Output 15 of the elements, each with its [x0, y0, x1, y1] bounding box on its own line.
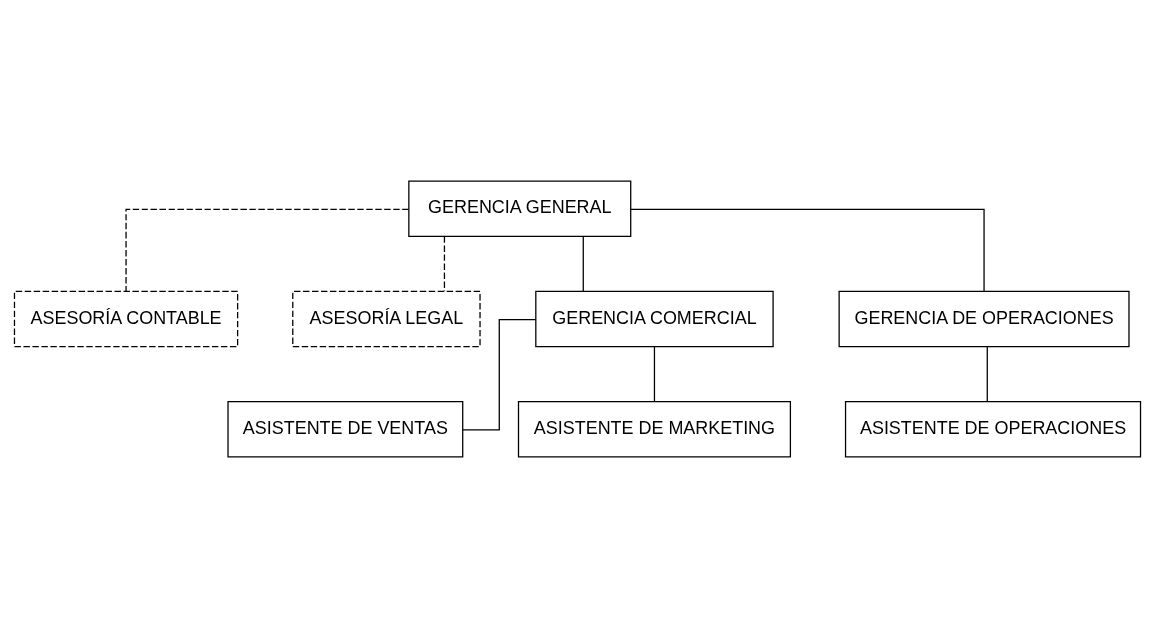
node-box: ASESORÍA CONTABLE [13, 290, 239, 348]
node-box: ASISTENTE DE MARKETING [517, 401, 792, 458]
connector [986, 346, 988, 403]
node-box: GERENCIA DE OPERACIONES [838, 290, 1130, 348]
node-box: GERENCIA GENERAL [408, 180, 632, 237]
connector [630, 208, 985, 292]
connector [125, 208, 410, 292]
node-box: ASISTENTE DE VENTAS [227, 401, 464, 458]
connector [653, 346, 656, 403]
node-box: ASESORÍA LEGAL [292, 290, 481, 348]
connector [443, 235, 446, 292]
connector [462, 319, 537, 431]
node-box: GERENCIA COMERCIAL [535, 290, 774, 348]
connector [582, 235, 584, 292]
node-box: ASISTENTE DE OPERACIONES [844, 401, 1142, 458]
